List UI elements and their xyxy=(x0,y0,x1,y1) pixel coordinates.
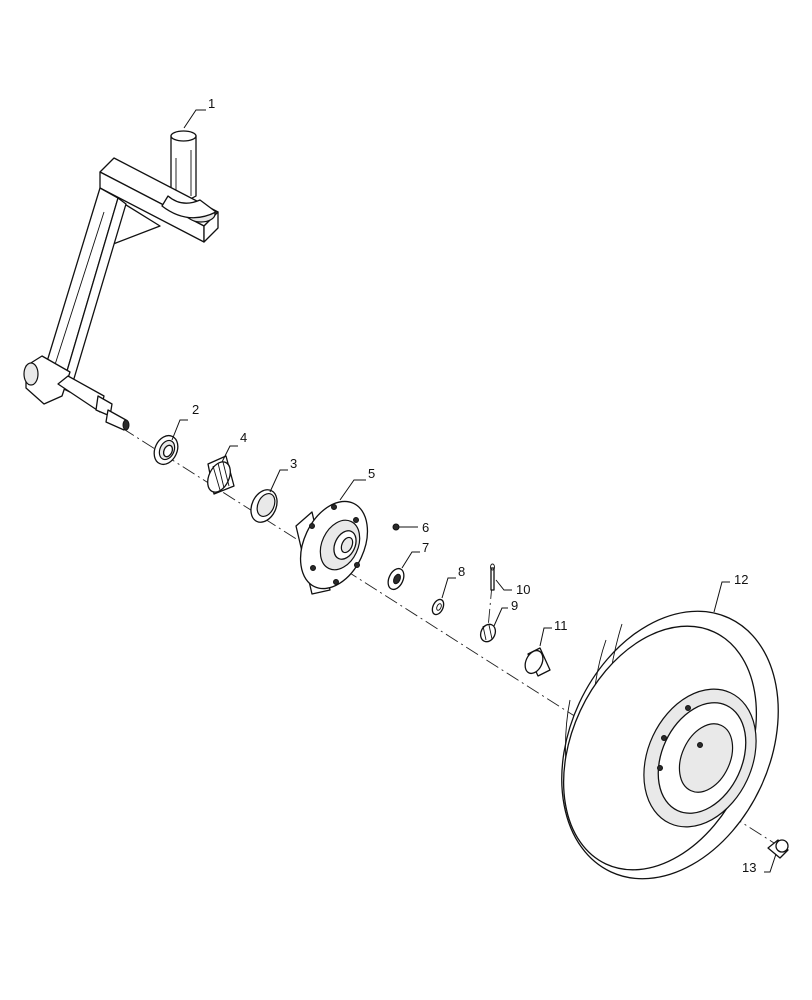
callout-2: 2 xyxy=(171,402,199,441)
callout-11: 11 xyxy=(539,618,568,647)
callout-label-6: 6 xyxy=(422,520,429,535)
callout-5: 5 xyxy=(339,466,375,501)
callout-label-11: 11 xyxy=(554,618,568,633)
outer-bearing-cone xyxy=(387,567,405,591)
callout-label-8: 8 xyxy=(458,564,465,579)
spindle-arm-assembly xyxy=(23,130,219,431)
cotter-pin xyxy=(490,563,495,591)
callout-6: 6 xyxy=(399,520,429,535)
callout-1: 1 xyxy=(183,96,215,129)
callout-3: 3 xyxy=(269,456,297,493)
seal xyxy=(153,434,179,466)
callout-label-13: 13 xyxy=(742,860,756,875)
callout-label-7: 7 xyxy=(422,540,429,555)
callout-label-2: 2 xyxy=(192,402,199,417)
callout-label-12: 12 xyxy=(734,572,748,587)
callout-7: 7 xyxy=(401,540,429,569)
callout-label-5: 5 xyxy=(368,466,375,481)
callout-label-1: 1 xyxy=(208,96,215,111)
callout-10: 10 xyxy=(495,579,530,597)
callout-label-4: 4 xyxy=(240,430,247,445)
dust-cap xyxy=(524,647,551,677)
grease-fitting xyxy=(392,523,400,531)
wheel-hub xyxy=(295,500,369,595)
inner-bearing-cone xyxy=(207,455,235,495)
valve-stem xyxy=(767,839,789,859)
callout-label-3: 3 xyxy=(290,456,297,471)
callout-4: 4 xyxy=(221,430,247,463)
callout-8: 8 xyxy=(441,564,465,599)
castle-nut xyxy=(479,623,497,643)
washer xyxy=(431,598,445,616)
bearing-cup xyxy=(250,489,278,523)
callout-label-10: 10 xyxy=(516,582,530,597)
callout-9: 9 xyxy=(493,598,518,627)
callout-12: 12 xyxy=(713,572,748,613)
callout-label-9: 9 xyxy=(511,598,518,613)
wheel-and-tire xyxy=(561,610,779,880)
callout-13: 13 xyxy=(742,853,777,875)
